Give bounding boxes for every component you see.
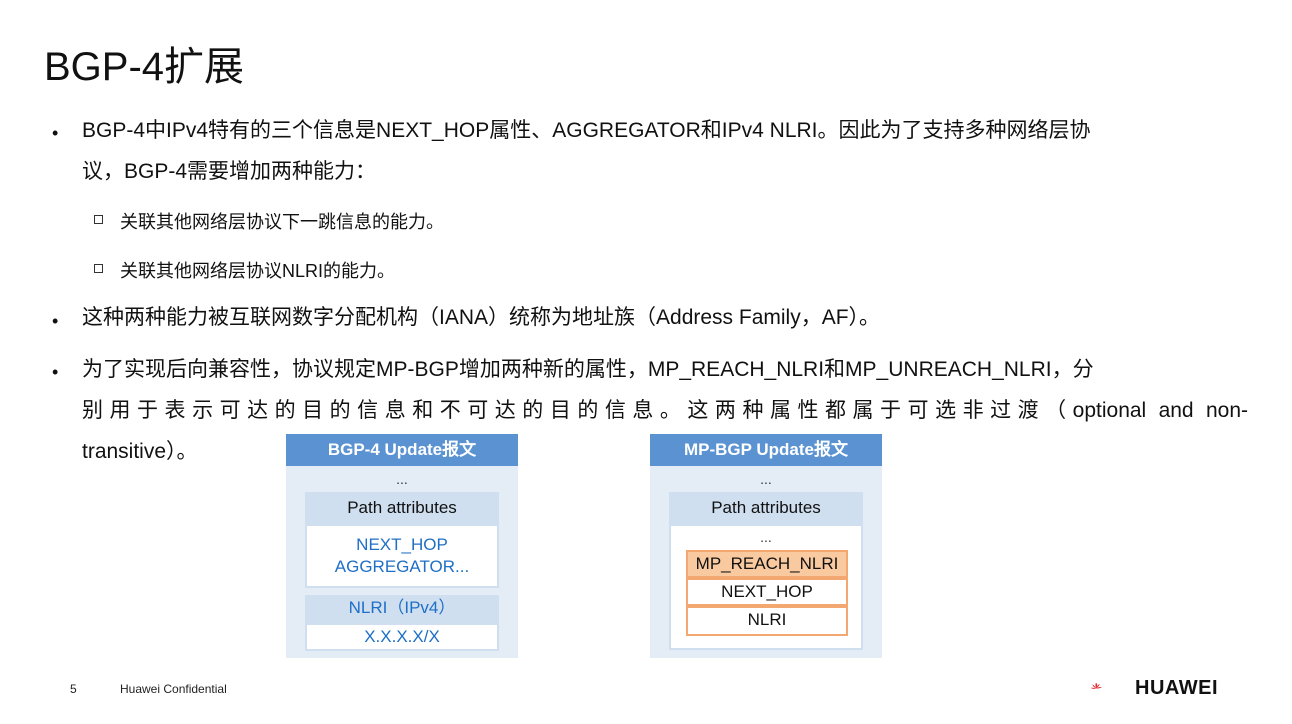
page-title: BGP-4扩展 <box>44 45 245 89</box>
path-attributes-label: Path attributes <box>305 492 499 524</box>
sub-bullet-1: 关联其他网络层协议下一跳信息的能力。 <box>120 212 444 232</box>
huawei-logo-icon <box>1090 682 1102 689</box>
page-number: 5 <box>70 682 77 696</box>
bullet-3-line-3: transitive）。 <box>82 440 198 463</box>
bullet-dot: • <box>52 123 59 143</box>
bgp4-update-header: BGP-4 Update报文 <box>286 434 518 466</box>
huawei-logo-text: HUAWEI <box>1135 677 1218 699</box>
mp-reach-nlri-header: MP_REACH_NLRI <box>686 550 848 578</box>
ellipsis: ... <box>396 471 408 487</box>
sub-bullet-2: 关联其他网络层协议NLRI的能力。 <box>120 261 396 281</box>
next-hop-attr: NEXT_HOP <box>356 535 448 554</box>
nlri-ipv4-label: NLRI（IPv4） <box>305 595 499 623</box>
ellipsis: ... <box>760 529 772 545</box>
square-bullet-icon <box>94 264 103 273</box>
bgp4-update-panel: BGP-4 Update报文 ... Path attributes NEXT_… <box>286 434 518 658</box>
mp-reach-nlri: NLRI <box>686 606 848 636</box>
square-bullet-icon <box>94 215 103 224</box>
bullet-1-line-2: 议，BGP-4需要增加两种能力： <box>82 160 377 183</box>
bullet-3-line-1: 为了实现后向兼容性，协议规定MP-BGP增加两种新的属性，MP_REACH_NL… <box>82 358 1094 381</box>
mpbgp-update-panel: MP-BGP Update报文 ... Path attributes ... … <box>650 434 882 658</box>
bullet-3-line-2: 别用于表示可达的目的信息和不可达的目的信息。这两种属性都属于可选非过渡（opti… <box>82 399 1248 422</box>
path-attributes-label: Path attributes <box>669 492 863 524</box>
confidential-label: Huawei Confidential <box>120 682 227 696</box>
nlri-ipv4-value: X.X.X.X/X <box>305 623 499 651</box>
ellipsis: ... <box>760 471 772 487</box>
aggregator-attr: AGGREGATOR... <box>334 557 470 576</box>
bullet-2: 这种两种能力被互联网数字分配机构（IANA）统称为地址族（Address Fam… <box>82 306 881 329</box>
path-attributes-list: NEXT_HOP AGGREGATOR... <box>305 524 499 588</box>
bullet-dot: • <box>52 311 59 331</box>
mp-reach-next-hop: NEXT_HOP <box>686 578 848 606</box>
bullet-dot: • <box>52 362 59 382</box>
bullet-1-line-1: BGP-4中IPv4特有的三个信息是NEXT_HOP属性、AGGREGATOR和… <box>82 119 1091 142</box>
mpbgp-update-header: MP-BGP Update报文 <box>650 434 882 466</box>
